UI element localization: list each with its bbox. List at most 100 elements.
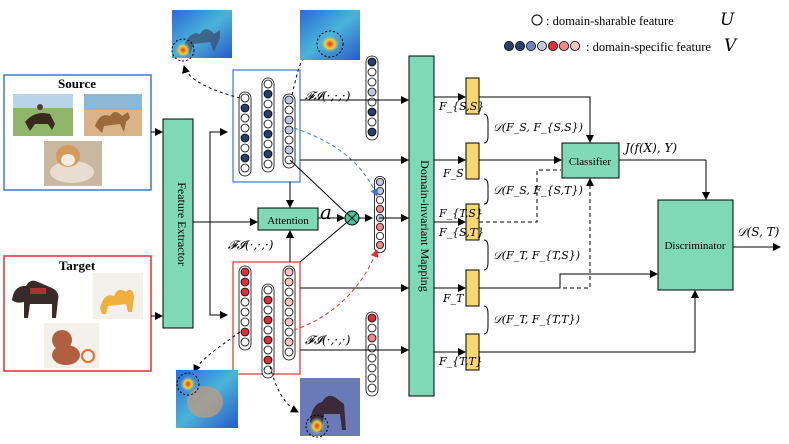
classifier-box: Classifier bbox=[561, 142, 620, 179]
mapping-input-lines bbox=[300, 96, 409, 354]
feature-dot bbox=[375, 195, 384, 204]
mapping-output-lines bbox=[434, 93, 466, 356]
feature-dot bbox=[240, 163, 250, 173]
distance-2: 𝒟(F_S, F_{S,T}) bbox=[493, 184, 583, 197]
fi-label-bottom: 𝓕𝓘(·,·,·) bbox=[305, 333, 351, 347]
feature-dot bbox=[367, 97, 377, 107]
target-v-column bbox=[365, 311, 379, 397]
distance-3: 𝒟(F_T, F_{T,S}) bbox=[493, 249, 580, 262]
source-column-u bbox=[238, 91, 252, 177]
feature-dot bbox=[263, 79, 273, 89]
feature-dot bbox=[263, 159, 273, 169]
legend-specific-dot bbox=[503, 41, 514, 52]
sharable-dot-icon bbox=[531, 14, 543, 26]
feature-dot bbox=[284, 277, 294, 287]
target-to-fusion-dashed-arrow bbox=[293, 249, 379, 331]
attention-lines bbox=[286, 159, 373, 263]
feature-dot bbox=[284, 95, 294, 105]
feature-dot bbox=[375, 186, 384, 195]
feature-dot bbox=[375, 222, 384, 231]
source-image-horse bbox=[13, 94, 73, 136]
source-to-fusion-dashed-arrow bbox=[293, 127, 378, 197]
feature-dot bbox=[367, 87, 377, 97]
feature-dot bbox=[240, 297, 250, 307]
feature-dot bbox=[284, 347, 294, 357]
feature-dot bbox=[284, 327, 294, 337]
specific-dots bbox=[503, 41, 581, 52]
feature-dot bbox=[367, 333, 377, 343]
feature-dot bbox=[367, 313, 377, 323]
feature-dot bbox=[263, 305, 273, 315]
callout-arrow-1 bbox=[182, 65, 241, 99]
feature-dot bbox=[240, 277, 250, 287]
legend-sharable-text: : domain-sharable feature bbox=[546, 14, 674, 28]
source-v-column bbox=[365, 55, 379, 141]
feature-dot bbox=[367, 383, 377, 393]
classifier-label: Classifier bbox=[569, 156, 611, 168]
legend-specific-dot bbox=[570, 41, 581, 52]
feature-dot bbox=[263, 335, 273, 345]
heatmap-camel bbox=[171, 10, 232, 62]
feature-dot bbox=[263, 325, 273, 335]
fused-column bbox=[373, 175, 386, 253]
feature-dot bbox=[240, 113, 250, 123]
distance-labels: 𝒟(F_S, F_{S,S}) 𝒟(F_S, F_{S,T}) 𝒟(F_T, F… bbox=[493, 121, 583, 326]
feature-dot bbox=[284, 287, 294, 297]
feature-dot bbox=[284, 115, 294, 125]
legend-specific-symbol: V bbox=[724, 36, 738, 56]
source-image-camel bbox=[84, 94, 142, 136]
source-title: Source bbox=[58, 76, 96, 91]
feature-dot bbox=[367, 77, 377, 87]
feature-dot bbox=[367, 117, 377, 127]
feature-dot bbox=[375, 231, 384, 240]
mapping-label: Domain-invariant Mapping bbox=[418, 160, 432, 292]
discriminator-lines bbox=[479, 243, 781, 353]
target-image-horse bbox=[12, 280, 59, 318]
feature-dot bbox=[284, 125, 294, 135]
extractor-output-lines bbox=[193, 128, 258, 319]
feature-dot bbox=[240, 317, 250, 327]
feature-dot bbox=[263, 119, 273, 129]
alpha-symbol: a bbox=[320, 200, 332, 224]
distance-4: 𝒟(F_T, F_{T,T}) bbox=[493, 313, 580, 326]
feature-dot bbox=[367, 67, 377, 77]
source-column-mixed bbox=[261, 77, 275, 173]
discriminator-label: Discriminator bbox=[664, 240, 725, 252]
feature-box-fs bbox=[465, 142, 480, 180]
multiply-node bbox=[344, 210, 360, 226]
feature-dot bbox=[284, 105, 294, 115]
feature-dot bbox=[284, 155, 294, 165]
feature-dot bbox=[240, 287, 250, 297]
feature-dot bbox=[284, 317, 294, 327]
feature-dot bbox=[263, 89, 273, 99]
feature-dot bbox=[284, 267, 294, 277]
discriminator-box: Discriminator bbox=[657, 199, 734, 291]
classifier-output: J(f(X), Y) bbox=[622, 141, 677, 155]
feature-dot bbox=[263, 129, 273, 139]
target-image-camel-toy bbox=[93, 273, 143, 319]
feature-dot bbox=[240, 133, 250, 143]
feature-labels: F_{S,S} F_S F_{T,S} F_{S,T} F_T F_{T,T} bbox=[438, 100, 484, 368]
feature-dot bbox=[263, 345, 273, 355]
legend-specific-dot bbox=[537, 41, 548, 52]
feature-dot bbox=[263, 355, 273, 365]
domain-invariant-mapping: Domain-invariant Mapping bbox=[408, 55, 435, 397]
feature-dot bbox=[367, 57, 377, 67]
legend-sharable-symbol: U bbox=[720, 10, 735, 30]
feature-dot bbox=[263, 285, 273, 295]
legend-specific-dot bbox=[548, 41, 559, 52]
feature-dot bbox=[367, 353, 377, 363]
feature-dot bbox=[263, 315, 273, 325]
heatmap-dog bbox=[300, 10, 360, 60]
feature-dot bbox=[367, 343, 377, 353]
attention-label: Attention bbox=[267, 215, 309, 227]
legend-specific-dot bbox=[559, 41, 570, 52]
feature-box-fss bbox=[465, 77, 480, 115]
feature-extractor: Feature Extractor bbox=[162, 118, 194, 329]
feature-dot bbox=[240, 307, 250, 317]
callout-arrow-3 bbox=[193, 331, 241, 373]
callout-arrow-4 bbox=[269, 365, 299, 413]
feature-dot bbox=[263, 109, 273, 119]
label-fst: F_{T,S} bbox=[438, 207, 483, 220]
target-column-red bbox=[238, 265, 252, 351]
